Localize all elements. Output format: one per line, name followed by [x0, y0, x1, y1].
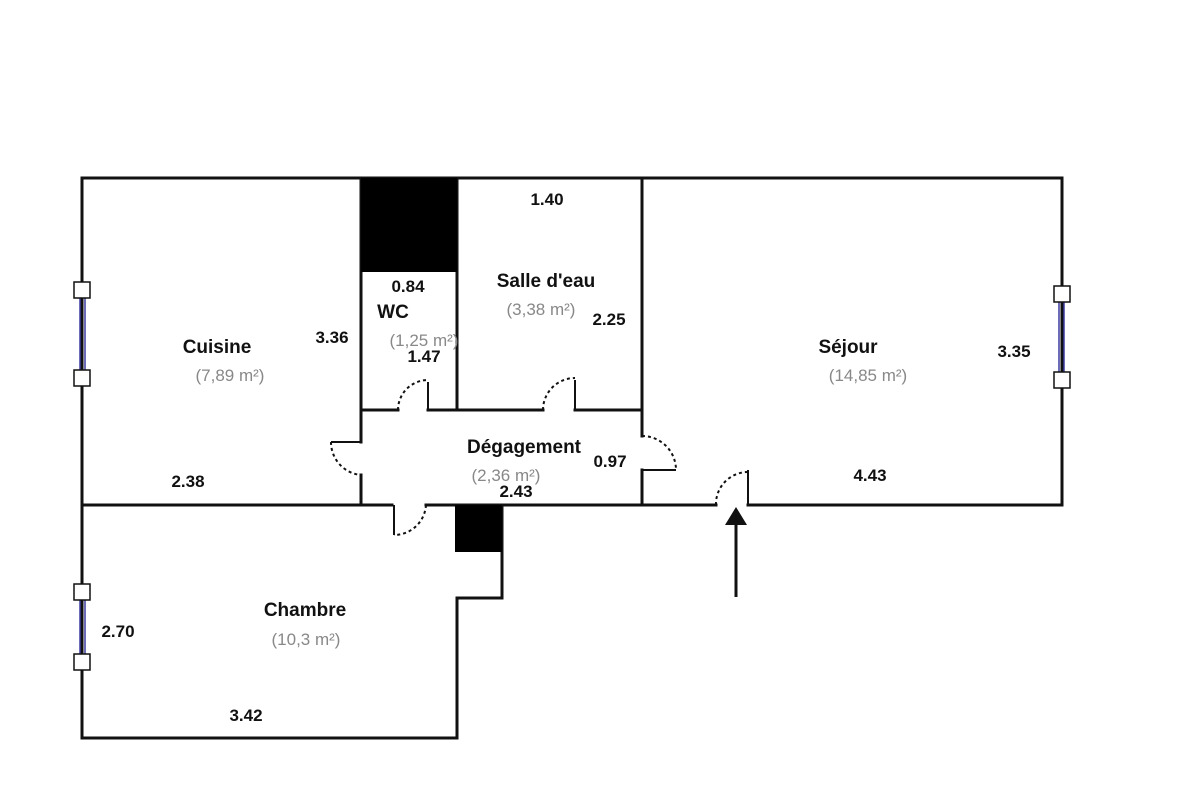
room-name-cuisine: Cuisine [183, 337, 252, 358]
dim-degagement-height: 0.97 [593, 452, 626, 471]
dim-wc-height: 1.47 [407, 347, 440, 366]
doors [329, 377, 749, 537]
dim-salle-height: 2.25 [592, 310, 625, 329]
dim-chambre-width: 3.42 [229, 706, 262, 725]
duct-top [361, 178, 457, 272]
room-area-degagement: (2,36 m²) [472, 466, 541, 485]
room-name-wc: WC [377, 302, 409, 323]
room-name-chambre: Chambre [264, 600, 346, 621]
door-swing-icon [393, 504, 427, 537]
dim-sejour-width: 4.43 [853, 466, 886, 485]
dim-chambre-height: 2.70 [101, 622, 134, 641]
dim-salle-top: 1.40 [530, 190, 563, 209]
room-area-wc: (1,25 m²) [390, 331, 459, 350]
window-icon [73, 583, 91, 671]
door-swing-icon [542, 377, 576, 411]
dim-sejour-height: 3.35 [997, 342, 1030, 361]
window-icon [73, 281, 91, 387]
door-swing-icon [329, 441, 362, 476]
room-area-salle-d-eau: (3,38 m²) [507, 300, 576, 319]
dim-wc-width: 0.84 [391, 277, 425, 296]
entrance-arrow-icon [725, 507, 747, 597]
room-area-sejour: (14,85 m²) [829, 366, 907, 385]
door-swing-icon [397, 379, 429, 411]
room-name-degagement: Dégagement [467, 437, 582, 458]
dim-degagement-width: 2.43 [499, 482, 532, 501]
door-swing-icon [641, 435, 677, 471]
window-icon [1053, 285, 1071, 389]
windows [73, 281, 1071, 671]
dim-cuisine-height: 3.36 [315, 328, 348, 347]
room-area-cuisine: (7,89 m²) [196, 366, 265, 385]
duct-bottom [455, 505, 502, 552]
room-area-chambre: (10,3 m²) [272, 630, 341, 649]
room-name-salle-d-eau: Salle d'eau [497, 271, 596, 292]
room-name-sejour: Séjour [818, 337, 878, 358]
walls [80, 176, 1064, 740]
door-swing-icon [714, 470, 749, 506]
dim-cuisine-width: 2.38 [171, 472, 204, 491]
